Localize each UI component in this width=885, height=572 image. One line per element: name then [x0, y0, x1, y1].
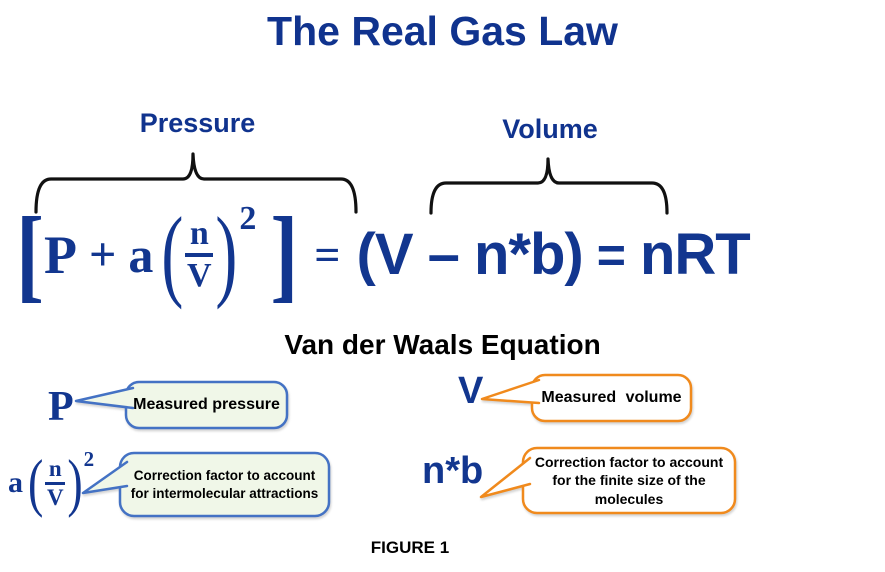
symbol-a-nv-squared: a ( n V ) 2 — [8, 444, 94, 522]
volume-brace-icon — [429, 157, 669, 215]
equation-right-bracket: ] — [270, 196, 299, 313]
equation-left-bracket: [ — [16, 196, 44, 313]
page-title: The Real Gas Law — [267, 8, 618, 54]
equation-close-paren: ) — [215, 197, 238, 311]
volume-label: Volume — [502, 114, 598, 144]
equation-equals-2: = — [596, 227, 626, 283]
speech-bubble-icon — [81, 451, 331, 518]
equation-nrt-term: nRT — [639, 222, 751, 287]
callout-text: Correction factor to account for intermo… — [130, 467, 319, 501]
equation-volume-term: (V – n*b) — [356, 222, 584, 287]
mini-fraction-denominator: V — [47, 484, 64, 510]
van-der-waals-equation: [ P + a ( n V ) 2 ] = (V – n*b) = nRT — [16, 198, 878, 312]
symbol-p: P — [48, 384, 74, 430]
equation-equals-1: = — [314, 229, 341, 280]
equation-exponent: 2 — [239, 200, 257, 237]
mini-close-paren: ) — [67, 446, 83, 518]
speech-bubble-icon — [480, 373, 693, 423]
callout-measured-pressure: Measured pressure — [73, 380, 290, 431]
pressure-brace-icon — [34, 152, 358, 214]
equation-plus-operator: + — [88, 228, 117, 281]
mini-exponent: 2 — [83, 446, 95, 471]
symbol-nb: n*b — [422, 450, 484, 492]
equation-open-paren: ( — [161, 197, 184, 311]
equation-caption: Van der Waals Equation — [284, 329, 601, 360]
equation-n-over-v-fraction: n V — [185, 214, 214, 294]
callout-text: Correction factor to account for the fin… — [534, 454, 724, 507]
callout-measured-volume: Measured volume — [478, 373, 694, 424]
mini-fraction-numerator: n — [48, 455, 62, 481]
mini-open-paren: ( — [28, 446, 44, 518]
fraction-numerator: n — [189, 214, 209, 252]
callout-finite-size: Correction factor to account for the fin… — [474, 446, 737, 515]
callout-text: Measured pressure — [133, 396, 280, 413]
figure-caption: FIGURE 1 — [370, 538, 450, 557]
equation-p-term: P — [43, 225, 77, 285]
mini-a-coefficient: a — [8, 466, 23, 499]
callout-text: Measured volume — [541, 389, 682, 406]
speech-bubble-icon — [74, 380, 289, 430]
fraction-bar — [185, 253, 214, 257]
speech-bubble-icon — [479, 446, 737, 515]
mini-fraction-bar — [45, 481, 66, 485]
equation-a-coefficient: a — [128, 227, 154, 283]
symbol-v: V — [458, 370, 484, 412]
fraction-denominator: V — [187, 257, 212, 294]
mini-n-over-v-fraction: n V — [45, 455, 66, 510]
callout-intermolecular-attractions: Correction factor to account for intermo… — [80, 451, 332, 518]
pressure-label: Pressure — [139, 108, 256, 138]
